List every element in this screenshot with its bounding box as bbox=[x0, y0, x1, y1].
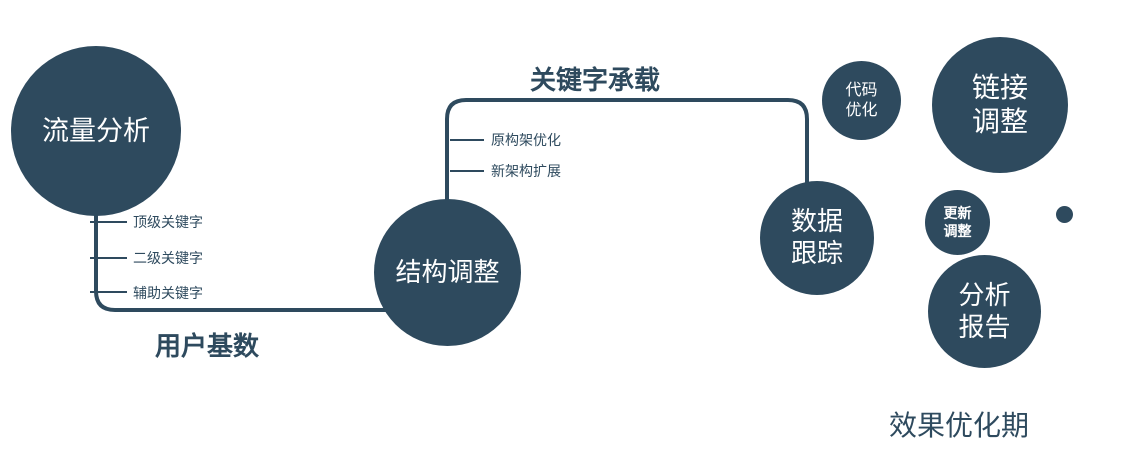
node-structure-adjustment-label: 结构调整 bbox=[395, 256, 500, 287]
branch2-tick-marks bbox=[450, 139, 484, 172]
bullet-dot bbox=[1056, 206, 1073, 223]
branch1-label-secondary-keywords: 二级关键字 bbox=[133, 250, 203, 266]
node-update-adjustment-label: 更新 调整 bbox=[943, 205, 972, 239]
node-traffic-analysis: 流量分析 bbox=[11, 46, 181, 216]
node-analysis-report-label: 分析 报告 bbox=[958, 279, 1011, 342]
branch1-tick-marks bbox=[90, 221, 127, 293]
node-link-adjustment: 链接 调整 bbox=[932, 37, 1068, 173]
node-data-tracking-label: 数据 跟踪 bbox=[790, 206, 843, 268]
node-traffic-analysis-label: 流量分析 bbox=[42, 115, 150, 146]
path-structure-to-tracking bbox=[445, 98, 809, 240]
branch1-label-top-keywords: 顶级关键字 bbox=[133, 214, 203, 230]
node-analysis-report: 分析 报告 bbox=[928, 255, 1041, 368]
node-code-optimization-label: 代码 优化 bbox=[845, 81, 878, 119]
node-code-optimization: 代码 优化 bbox=[822, 61, 901, 140]
branch2-label-new-architecture: 新架构扩展 bbox=[491, 163, 561, 179]
edge-label-keyword-bearing: 关键字承载 bbox=[530, 65, 661, 95]
node-data-tracking: 数据 跟踪 bbox=[760, 181, 874, 295]
branch1-label-auxiliary-keywords: 辅助关键字 bbox=[133, 285, 203, 301]
edge-label-user-base: 用户基数 bbox=[155, 331, 260, 361]
node-structure-adjustment: 结构调整 bbox=[374, 199, 521, 346]
node-update-adjustment: 更新 调整 bbox=[925, 190, 990, 255]
node-link-adjustment-label: 链接 调整 bbox=[971, 71, 1028, 137]
branch2-label-original-architecture: 原构架优化 bbox=[491, 132, 561, 148]
caption-effect-optimization-period: 效果优化期 bbox=[889, 410, 1030, 441]
